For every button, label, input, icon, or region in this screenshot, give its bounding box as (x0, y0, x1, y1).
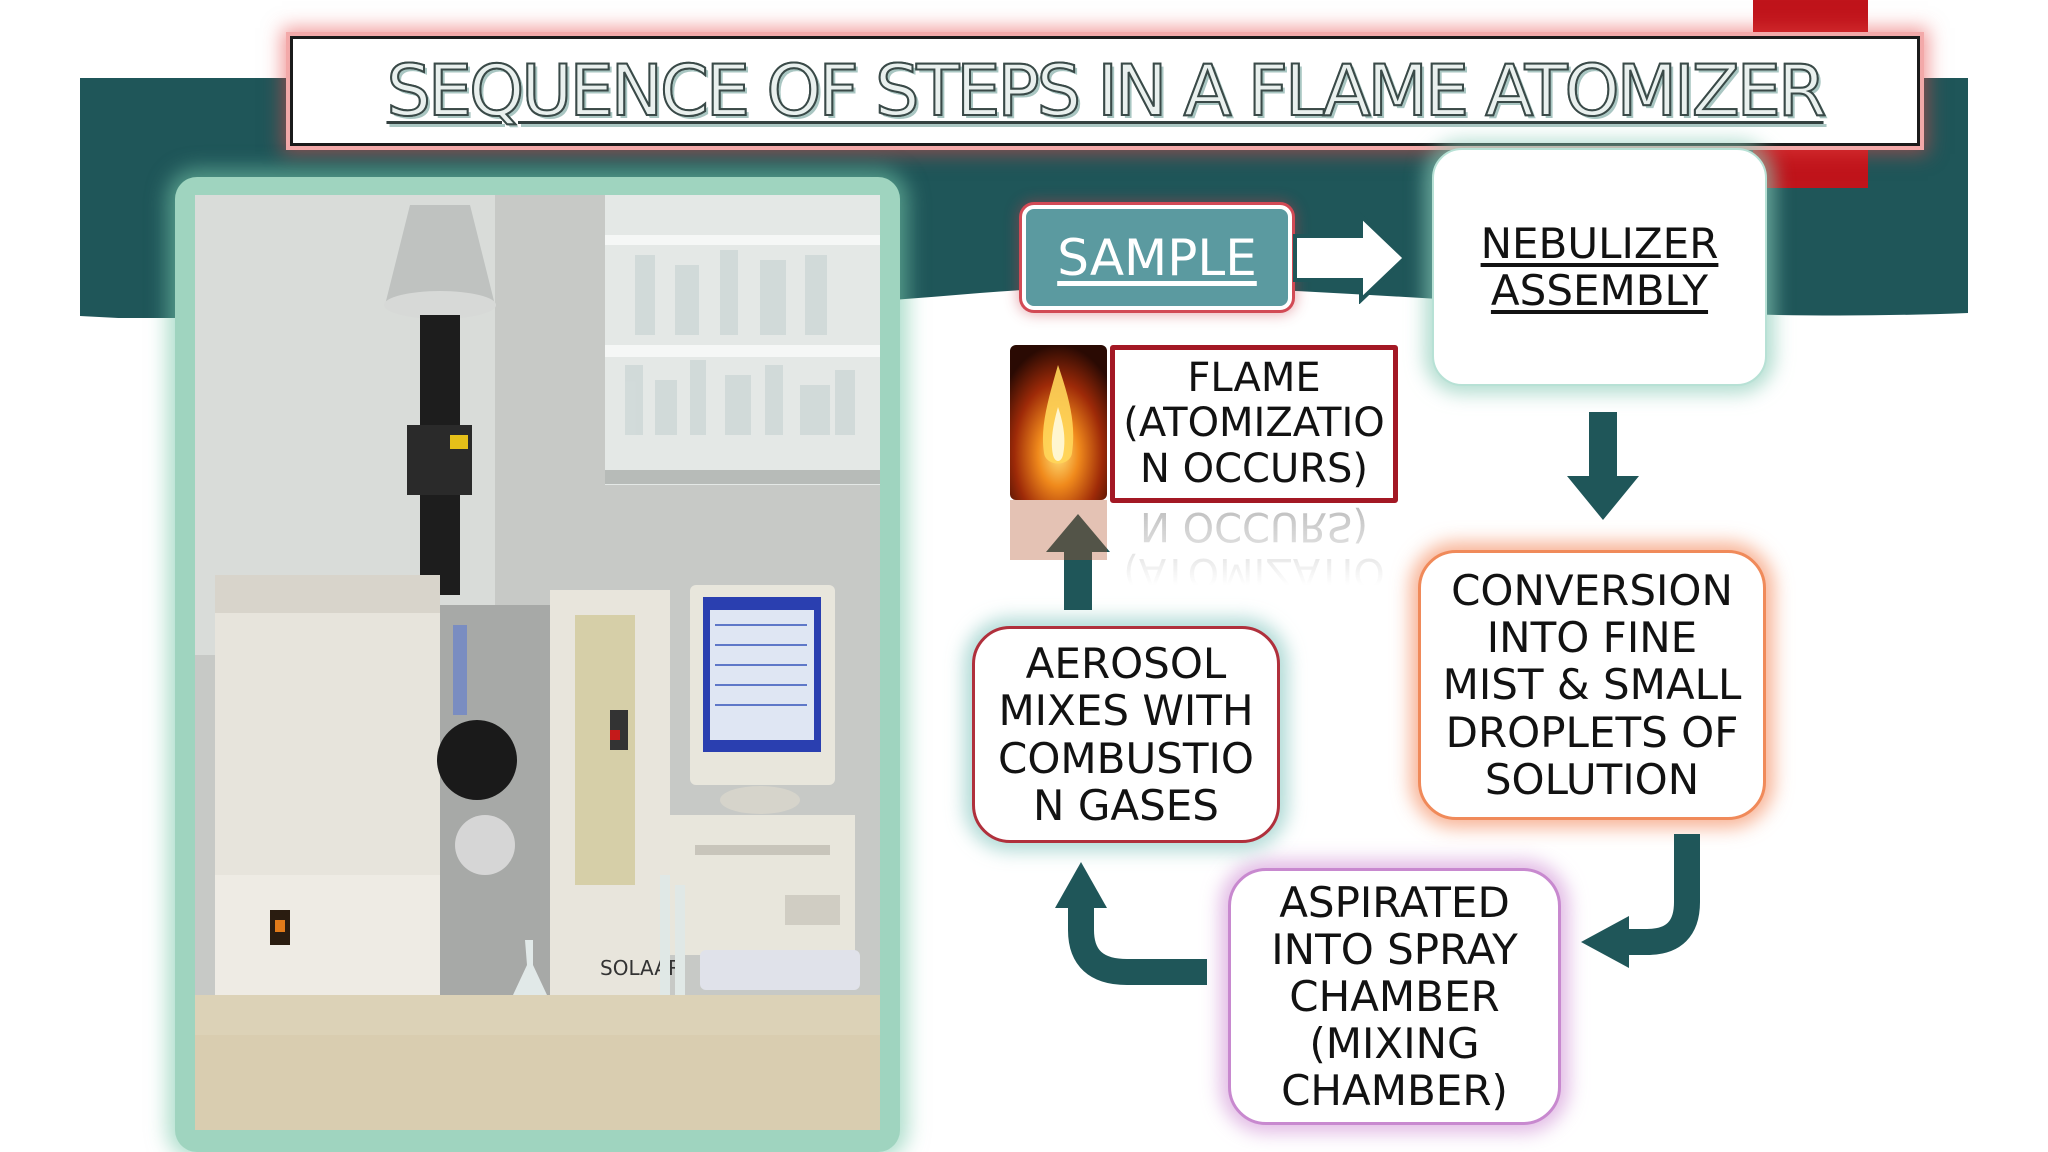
flame-photo-reflection (1010, 500, 1107, 560)
flame-line-2: (ATOMIZATIO (1123, 400, 1385, 447)
aerosol-line-4: N GASES (1033, 780, 1219, 830)
arrow-aerosol-to-flame (1046, 514, 1110, 610)
arrow-conversion-to-aspirated (1581, 834, 1700, 968)
instrument-photo: SOLAAR (195, 195, 880, 1130)
conversion-line-1: CONVERSION (1451, 566, 1733, 616)
arrow-nebulizer-to-conversion (1567, 412, 1639, 520)
aerosol-box: AEROSOL MIXES WITH COMBUSTIO N GASES (972, 626, 1280, 843)
aspirated-line-5: CHAMBER) (1281, 1066, 1508, 1116)
sample-label: SAMPLE (1057, 228, 1257, 287)
sample-box: SAMPLE (1022, 205, 1292, 310)
aerosol-line-1: AEROSOL (1025, 639, 1227, 689)
aspirated-line-3: CHAMBER (1289, 971, 1500, 1021)
flame-box-reflection: (ATOMIZATIO N OCCURS) (1110, 503, 1398, 585)
lab-scene-illustration: SOLAAR (195, 195, 880, 1130)
flame-box: FLAME (ATOMIZATIO N OCCURS) (1110, 345, 1398, 503)
aspirated-box: ASPIRATED INTO SPRAY CHAMBER (MIXING CHA… (1228, 868, 1561, 1125)
flame-line-1: FLAME (1187, 355, 1321, 402)
nebulizer-line-1: NEBULIZER (1480, 218, 1719, 268)
nebulizer-line-2: ASSEMBLY (1490, 266, 1709, 315)
aerosol-line-3: COMBUSTIO (998, 733, 1254, 783)
page-title: SEQUENCE OF STEPS IN A FLAME ATOMIZER (385, 49, 1827, 133)
conversion-line-2: INTO FINE (1486, 613, 1698, 663)
title-box: SEQUENCE OF STEPS IN A FLAME ATOMIZER (290, 36, 1920, 146)
conversion-line-5: SOLUTION (1484, 754, 1700, 804)
nebulizer-assembly-box: NEBULIZER ASSEMBLY (1432, 148, 1767, 386)
arrow-sample-to-nebulizer (1293, 212, 1408, 304)
aspirated-line-1: ASPIRATED (1279, 877, 1510, 927)
aerosol-line-2: MIXES WITH (998, 686, 1254, 736)
aspirated-line-4: (MIXING (1309, 1019, 1480, 1069)
conversion-line-4: DROPLETS OF (1445, 707, 1739, 757)
conversion-line-3: MIST & SMALL (1442, 660, 1742, 710)
aspirated-line-2: INTO SPRAY (1271, 924, 1518, 974)
conversion-box: CONVERSION INTO FINE MIST & SMALL DROPLE… (1418, 550, 1766, 820)
flame-reflection-line-2: (ATOMIZATIO (1123, 549, 1385, 585)
flame-photo-icon (1010, 345, 1107, 500)
flame-reflection-line-3: N OCCURS) (1139, 503, 1369, 549)
arrow-aspirated-to-aerosol (1055, 862, 1207, 985)
flame-line-3: N OCCURS) (1139, 445, 1369, 492)
